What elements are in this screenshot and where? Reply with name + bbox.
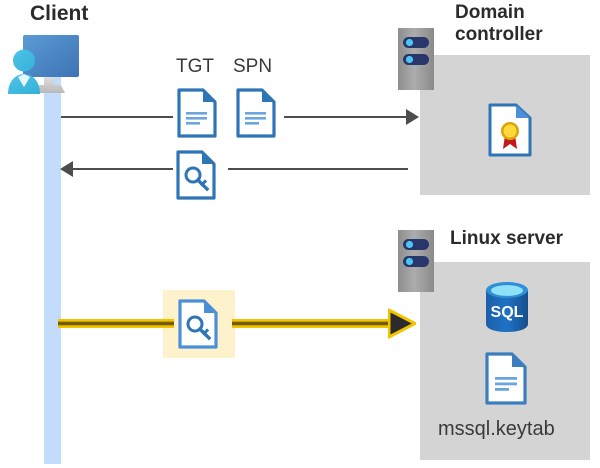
spn-label: SPN — [233, 56, 273, 77]
client-lifeline-bar — [44, 74, 61, 464]
keytab-flow-line-right — [232, 319, 392, 328]
response-flow-line-left — [73, 168, 173, 170]
request-flow-line-left — [61, 116, 173, 118]
request-flow-line-right — [284, 116, 406, 118]
key-document-icon — [176, 150, 216, 200]
client-title: Client — [30, 2, 89, 25]
svg-text:SQL: SQL — [491, 304, 524, 321]
server-rack-icon — [398, 230, 434, 292]
keytab-filename-label: mssql.keytab — [438, 418, 555, 440]
document-icon — [485, 352, 527, 405]
yellow-arrow-right-icon — [388, 308, 416, 339]
tgt-label: TGT — [176, 56, 214, 77]
linux-server-title: Linux server — [450, 228, 563, 249]
document-icon — [236, 88, 276, 138]
domain-controller-title: Domain controller — [455, 2, 543, 46]
document-icon — [177, 88, 217, 138]
arrow-right-icon — [406, 109, 419, 125]
sql-database-icon: SQL — [486, 282, 528, 332]
keytab-flow-line-left — [58, 319, 174, 328]
arrow-left-icon — [60, 161, 73, 177]
server-rack-icon — [398, 28, 434, 90]
response-flow-line-right — [228, 168, 408, 170]
key-document-icon — [178, 299, 218, 349]
certificate-document-icon — [488, 103, 532, 157]
client-computer-user-icon — [8, 35, 79, 94]
